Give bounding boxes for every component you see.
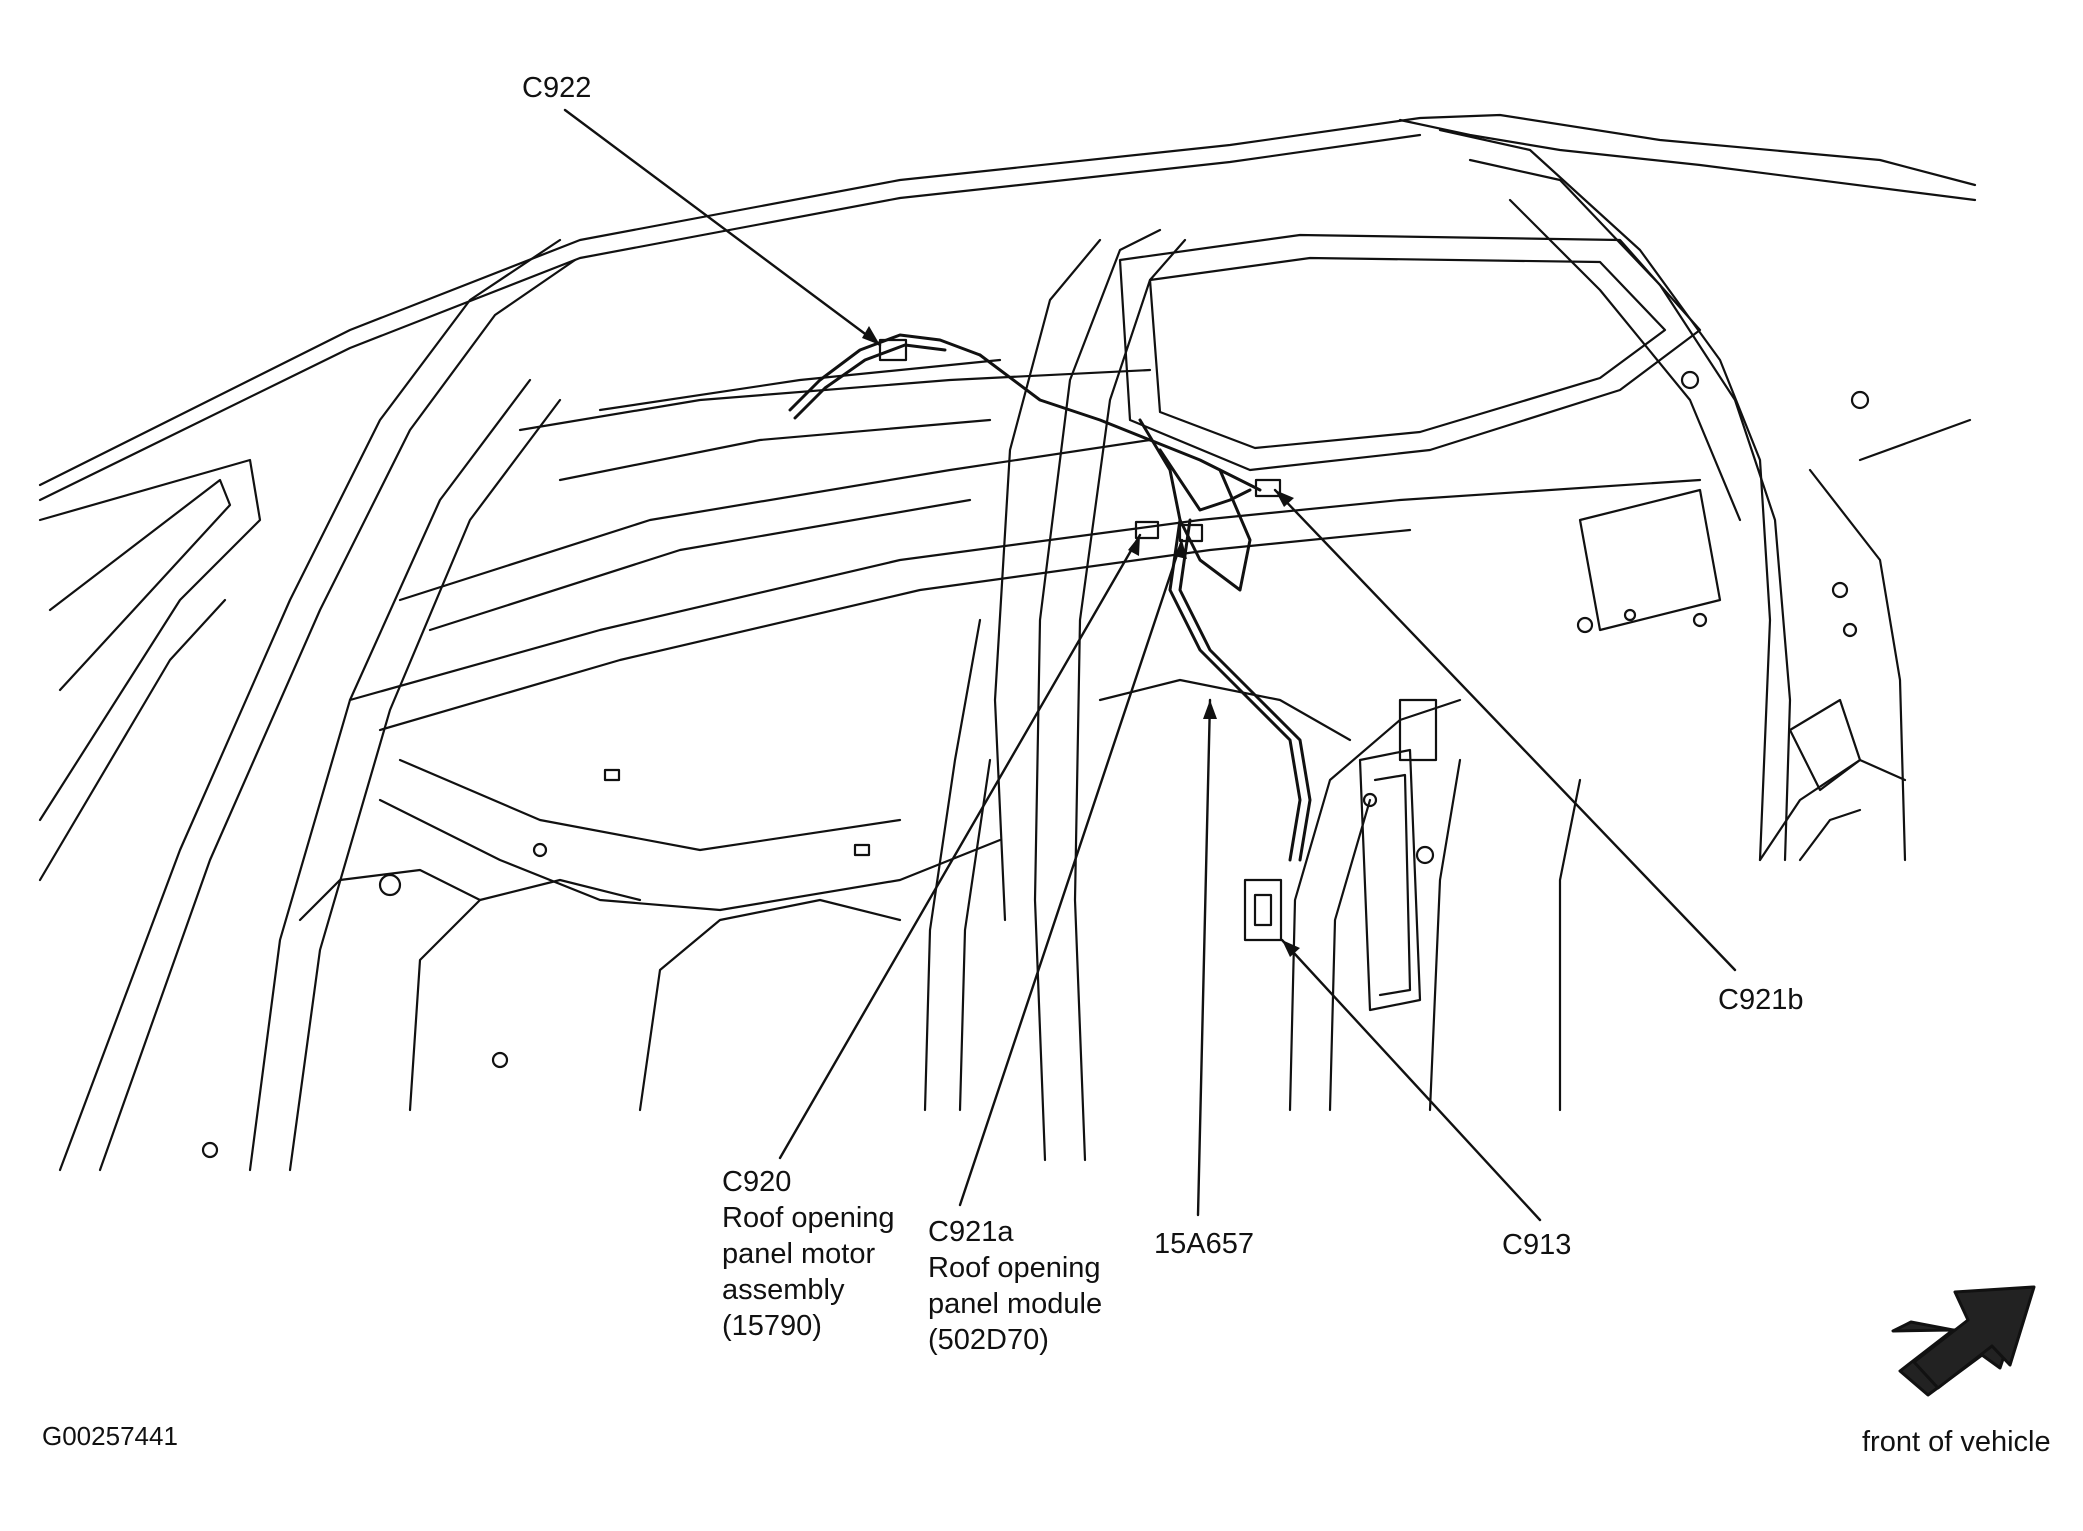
leader-15a657 bbox=[1196, 698, 1212, 1217]
label-c920: C920 Roof opening panel motor assembly (… bbox=[722, 1164, 895, 1344]
callout-code: C913 bbox=[1502, 1229, 1572, 1261]
leader-arrowheads bbox=[862, 326, 1300, 957]
callout-description-line: (502D70) bbox=[928, 1324, 1049, 1356]
arrowhead-c921b bbox=[1275, 490, 1294, 507]
connector-c921a bbox=[1178, 523, 1204, 543]
body-lower bbox=[298, 678, 1907, 1112]
connector-c920 bbox=[1134, 520, 1160, 540]
arrowhead-15a657 bbox=[1203, 700, 1217, 719]
callout-code: C922 bbox=[522, 72, 592, 104]
leader-lines bbox=[563, 108, 1737, 1222]
label-c921b: C921b bbox=[1718, 982, 1803, 1018]
callout-description-line: (15790) bbox=[722, 1310, 822, 1342]
callout-description-line: panel motor bbox=[722, 1238, 876, 1270]
connector-c913 bbox=[1243, 878, 1283, 942]
label-c921a: C921a Roof opening panel module (502D70) bbox=[928, 1214, 1102, 1358]
roof-outline bbox=[38, 113, 1977, 502]
leader-c921a bbox=[958, 538, 1184, 1207]
sunroof-opening bbox=[1118, 233, 1702, 472]
wiring-harness bbox=[788, 333, 1312, 862]
leader-c920 bbox=[778, 533, 1142, 1160]
callout-description-line: assembly bbox=[722, 1274, 845, 1306]
roof-rails bbox=[348, 358, 1702, 912]
arrowhead-c913 bbox=[1282, 940, 1300, 957]
arrowhead-c921a bbox=[1174, 540, 1187, 559]
callout-code: C920 bbox=[722, 1166, 792, 1198]
label-c922: C922 bbox=[522, 70, 591, 106]
arrowhead-c920 bbox=[1128, 535, 1140, 556]
connectors bbox=[878, 338, 1283, 942]
connector-c921b bbox=[1254, 478, 1282, 498]
roof-holes bbox=[201, 370, 1870, 1159]
left-pillar bbox=[58, 238, 577, 1172]
figure-id: G00257441 bbox=[42, 1421, 178, 1451]
label-15a657: 15A657 bbox=[1154, 1226, 1254, 1262]
right-bracket bbox=[1358, 488, 1862, 1012]
callout-description-line: Roof opening bbox=[928, 1252, 1101, 1284]
callout-description-line: panel module bbox=[928, 1288, 1103, 1320]
callout-code: C921b bbox=[1718, 984, 1804, 1016]
callout-description-line: Roof opening bbox=[722, 1202, 895, 1234]
front-of-vehicle-label: front of vehicle bbox=[1862, 1426, 2051, 1458]
leader-c922 bbox=[563, 108, 882, 347]
leader-c913 bbox=[1280, 938, 1542, 1222]
center-pillar bbox=[923, 228, 1187, 1162]
arrowhead-c922 bbox=[862, 326, 880, 345]
leader-c921b bbox=[1273, 488, 1737, 972]
callout-code: 15A657 bbox=[1154, 1228, 1254, 1260]
connector-c922 bbox=[878, 338, 908, 362]
left-window-frame bbox=[38, 458, 262, 882]
callout-code: C921a bbox=[928, 1216, 1014, 1248]
arrow-up-right-icon bbox=[1891, 1285, 2036, 1397]
label-c913: C913 bbox=[1502, 1227, 1571, 1263]
